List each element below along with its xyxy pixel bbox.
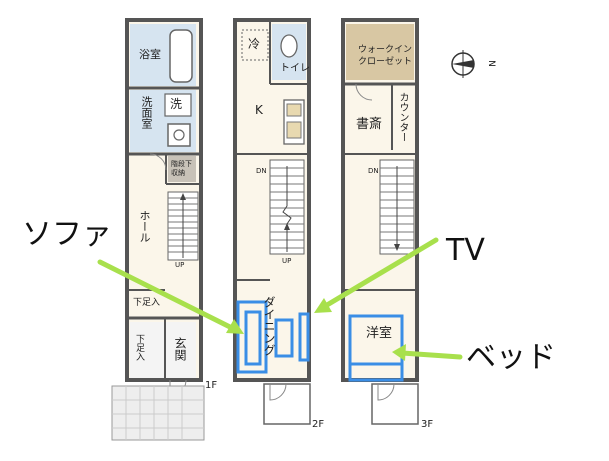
sofa-arrow (97, 259, 244, 334)
walk-in-closet-label-2: クローゼット (358, 57, 413, 67)
balcony-2f (263, 383, 311, 425)
entrance-area (130, 322, 196, 380)
bathtub-icon (169, 29, 193, 83)
hall-label: ホール (138, 210, 151, 243)
washroom-label: 洗面室 (140, 96, 153, 129)
tv-arrow (314, 237, 439, 313)
floor-1f-label: 1F (205, 380, 218, 391)
stairs-dn-2f-label: DN (256, 167, 267, 175)
walk-in-closet-label-1: ウォークイン (358, 45, 413, 55)
western-room-label: 洋室 (366, 326, 393, 341)
bath-label: 浴室 (139, 48, 161, 61)
porch-tiles (111, 385, 205, 441)
stairs-dn-3f-label: DN (368, 167, 379, 175)
toilet-icon (280, 34, 298, 58)
floor-2f-label: 2F (312, 419, 325, 430)
walk-in-closet-area (346, 24, 414, 80)
wash-tag-label: 洗 (170, 97, 183, 111)
stairs-up-2f-label: UP (282, 257, 292, 265)
floor-1f (111, 18, 205, 441)
shoe-box-1-label: 下足入 (133, 298, 161, 308)
bed-callout: ベッド (466, 340, 556, 375)
table-highlight (274, 318, 294, 358)
balcony-3f (371, 383, 419, 425)
fridge-icon (241, 29, 269, 61)
bed-arrow (392, 344, 463, 361)
stairs-1f (167, 191, 199, 261)
compass-north-label: N (485, 60, 496, 67)
stairs-up-1f-label: UP (175, 261, 185, 269)
understair-storage-area (168, 156, 196, 182)
sofa-callout: ソファ (22, 217, 112, 252)
floor-3f-label: 3F (421, 419, 434, 430)
study-label: 書斎 (356, 117, 383, 132)
stairs-3f (379, 159, 415, 255)
sofa-highlight (236, 300, 268, 374)
fridge-label: 冷 (248, 37, 261, 51)
tv-highlight (298, 312, 310, 362)
floor-3f (341, 18, 419, 425)
stairs-2f (269, 159, 305, 255)
counter-label: カウンター (397, 92, 408, 142)
compass-icon (451, 50, 475, 78)
understair-storage-label: 階段下収納 (171, 160, 192, 178)
toilet-label: トイレ (280, 63, 310, 74)
shoe-box-2-label: 下足入 (134, 334, 144, 361)
kitchen-label: K (255, 103, 263, 117)
entrance-label: 玄関 (173, 337, 187, 361)
floor-2f-outline (233, 18, 311, 382)
washing-machine-icon (164, 93, 192, 117)
dining-label: ダイニング (262, 296, 276, 356)
washbasin-icon (167, 123, 191, 147)
tv-callout: TV (446, 233, 485, 268)
